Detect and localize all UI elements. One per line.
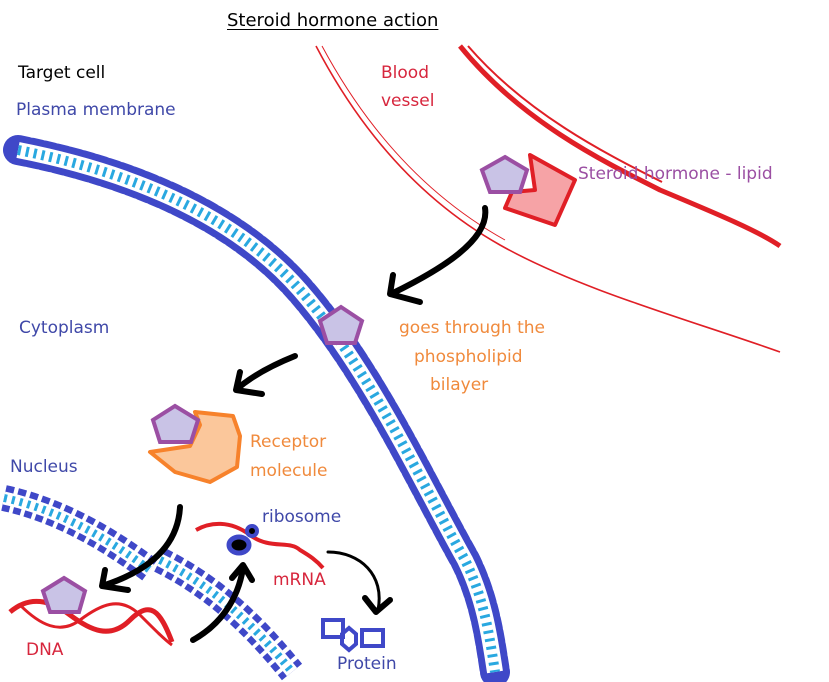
plasma-membrane-outer-layer (3, 135, 510, 682)
label-goes-through-line-1: goes through the (399, 318, 546, 338)
label-goes-through-line-3: bilayer (430, 375, 489, 395)
label-goes-through-line-2: phospholipid (414, 347, 523, 367)
arrow-dna-to-mrna-head (229, 562, 255, 583)
blood-vessel-outer-wall (458, 44, 782, 249)
blood-vessel-inner-wall (315, 45, 781, 353)
label-mrna: mRNA (273, 570, 326, 590)
plasma-membrane (3, 135, 510, 682)
label-blood-vessel-line-2: vessel (381, 91, 435, 111)
plasma-membrane-tails (17, 145, 500, 673)
steroid-hormone-on-dna (40, 575, 88, 614)
protein-unit-1 (321, 618, 345, 639)
arrow-membrane-to-receptor-head (233, 369, 265, 397)
label-cytoplasm: Cytoplasm (19, 318, 110, 338)
arrow-mrna-to-protein-head (362, 595, 393, 615)
label-steroid-hormone: Steroid hormone - lipid (578, 164, 773, 184)
nuclear-membrane-tails (3, 494, 153, 574)
label-blood-vessel-line-1: Blood (381, 63, 429, 83)
dna-helix (8, 598, 175, 647)
arrow-dna-to-mrna (190, 565, 246, 643)
arrow-receptor-to-dna (102, 504, 183, 588)
label-receptor-line-2: molecule (250, 461, 328, 481)
label-receptor-line-1: Receptor (250, 432, 327, 452)
label-nucleus: Nucleus (10, 457, 78, 477)
steroid-hormone-bound-to-receptor (150, 403, 201, 444)
blood-vessel (315, 44, 782, 353)
mrna-strand (195, 521, 325, 570)
label-dna: DNA (26, 640, 64, 660)
ribosome-shape (226, 524, 259, 556)
arrow-blood-to-membrane-head (387, 272, 423, 305)
diagram-title: Steroid hormone action (227, 10, 439, 31)
arrow-mrna-to-protein (326, 550, 381, 612)
arrow-blood-to-membrane (390, 205, 489, 296)
arrow-receptor-to-dna-head (99, 567, 131, 593)
steroid-hormone-in-membrane (317, 304, 365, 345)
arrow-membrane-to-receptor (235, 353, 298, 391)
protein-unit-3 (360, 628, 385, 648)
carrier-protein-shape (503, 153, 577, 227)
dna-strand-1 (8, 598, 175, 643)
protein-shape (321, 618, 385, 653)
ribosome-small-subunit (245, 524, 259, 538)
plasma-membrane-inner-gap (16, 142, 503, 674)
label-plasma-membrane: Plasma membrane (16, 100, 176, 120)
ribosome-large-subunit (226, 534, 252, 556)
steroid-hormone-in-blood (479, 154, 530, 194)
dna-strand-2 (18, 602, 173, 647)
arrows (99, 205, 489, 643)
blood-vessel-inner-wall-2 (321, 45, 506, 241)
label-ribosome: ribosome (262, 507, 342, 527)
blood-vessel-outer-wall-2 (467, 45, 663, 183)
label-protein: Protein (337, 654, 397, 674)
label-target-cell: Target cell (18, 63, 106, 83)
nuclear-membrane-gap (2, 491, 154, 576)
